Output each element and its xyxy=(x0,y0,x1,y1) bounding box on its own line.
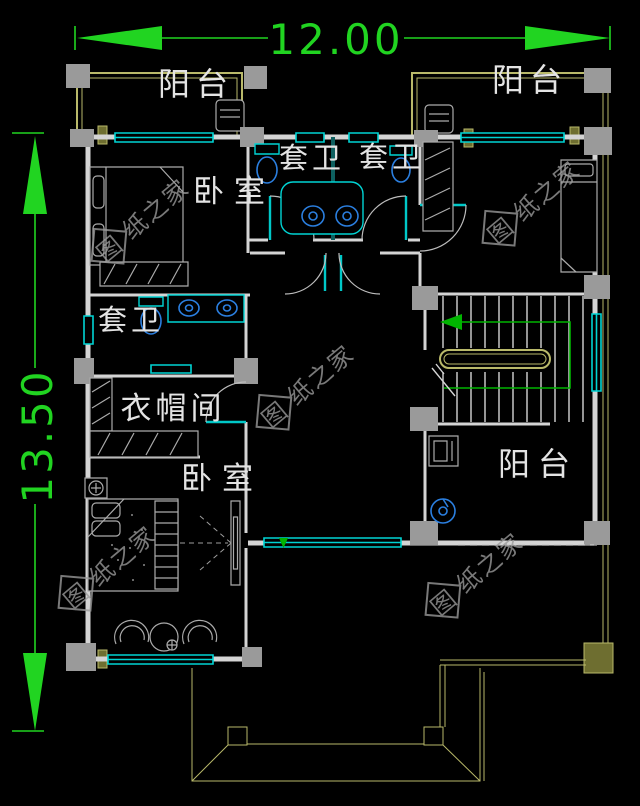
dresser-top-left xyxy=(100,262,188,286)
right-side-railing xyxy=(440,93,613,727)
staircase xyxy=(432,296,583,422)
ac-unit-right xyxy=(425,105,453,133)
label-bedroom-bottom: 卧室 xyxy=(181,461,263,497)
label-ensuite-left: 套卫 xyxy=(98,303,164,337)
north-marker xyxy=(279,538,288,548)
vanity-counter-left xyxy=(168,295,244,322)
room-labels: 阳台 阳台 卧室 套卫 套卫 套卫 衣帽间 卧室 阳台 xyxy=(98,61,578,497)
label-cloakroom: 衣帽间 xyxy=(121,391,226,427)
wardrobe-top-right xyxy=(423,142,453,231)
label-ensuite-1: 套卫 xyxy=(279,141,345,175)
window-cloakroom xyxy=(151,365,191,373)
washing-machine xyxy=(431,499,455,523)
window-stairs xyxy=(592,314,601,391)
porch-outline xyxy=(192,668,484,781)
dimension-height-value: 13.50 xyxy=(13,368,62,503)
door-cloakroom xyxy=(206,382,246,422)
window-bedroom-top-right xyxy=(461,133,564,142)
window-bath-left xyxy=(84,316,93,344)
tv-cabinet xyxy=(180,501,240,585)
chairs-and-table xyxy=(115,620,217,651)
wall-columns xyxy=(66,127,612,671)
bed-top-right xyxy=(561,160,597,272)
window-bedroom-top-left xyxy=(115,133,213,142)
dimension-left: 13.50 xyxy=(12,133,62,731)
balcony-top-right-railing xyxy=(412,68,611,137)
toilet-1 xyxy=(255,144,279,183)
door-bath-2 xyxy=(362,196,406,240)
window-bath-2 xyxy=(349,133,378,142)
label-balcony-bottom: 阳台 xyxy=(498,445,578,483)
double-door-hall xyxy=(285,253,380,294)
bed-top-left xyxy=(90,167,183,265)
ac-unit-left xyxy=(216,100,244,131)
vanity-counter-top xyxy=(281,182,363,234)
label-balcony-top-right: 阳台 xyxy=(492,61,568,99)
window-bath-1 xyxy=(296,133,324,142)
bath-fixtures xyxy=(139,144,458,523)
bed-bottom-left xyxy=(88,499,178,591)
dimension-width-value: 12.00 xyxy=(268,15,403,64)
stair-direction-arrow xyxy=(440,314,462,330)
label-bedroom-top: 卧室 xyxy=(193,174,275,210)
windows xyxy=(84,133,601,664)
window-hall-south xyxy=(264,538,401,548)
stair-direction-line xyxy=(444,322,570,388)
toilet-2 xyxy=(390,146,412,182)
cloakroom-wardrobes xyxy=(90,378,198,457)
dimension-top: 12.00 xyxy=(75,15,610,64)
plant-bottom-left xyxy=(85,478,107,498)
water-heater xyxy=(429,436,458,466)
window-bedroom-bottom xyxy=(108,655,213,664)
label-ensuite-2: 套卫 xyxy=(359,140,425,174)
label-balcony-top-left: 阳台 xyxy=(158,65,234,103)
toilet-left-bath xyxy=(139,297,163,334)
